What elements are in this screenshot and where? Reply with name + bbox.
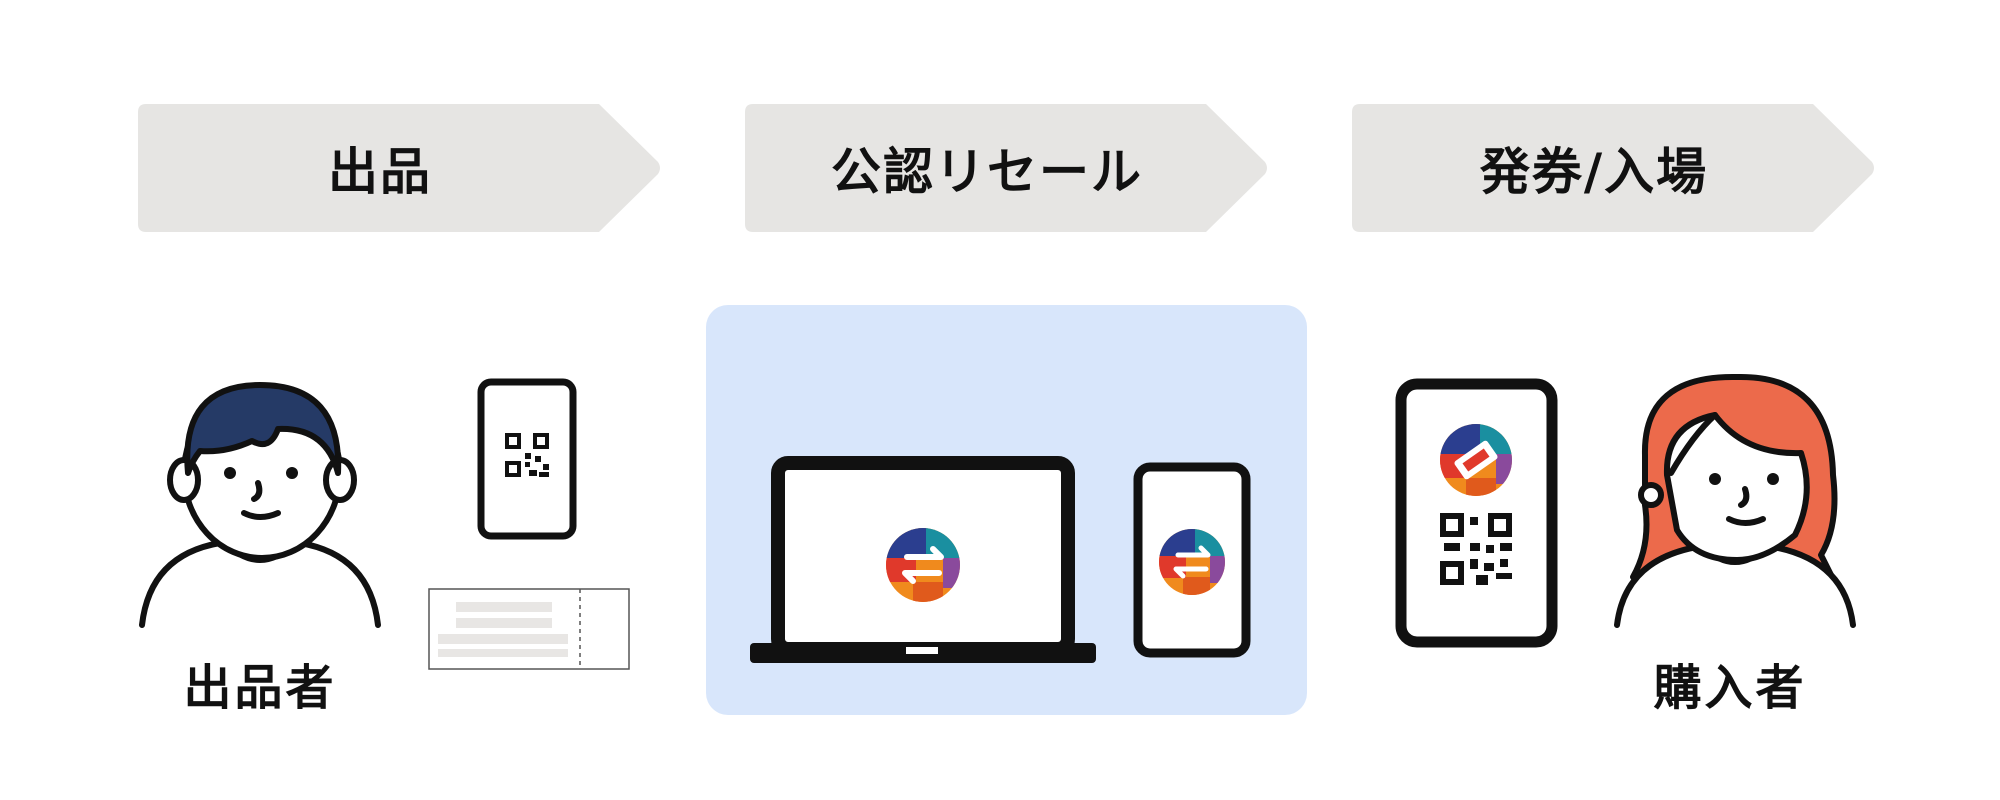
step-label: 発券/入場 — [1479, 143, 1709, 201]
step-ticketing-entry: 発券/入場 — [1352, 104, 1876, 232]
seller-label: 出品者 — [183, 660, 337, 716]
step-label: 公認リセール — [831, 143, 1143, 201]
smartphone-icon — [1395, 378, 1558, 648]
qr-code-icon — [1440, 513, 1512, 585]
buyer-avatar — [1614, 373, 1856, 628]
qr-code-icon — [505, 433, 549, 477]
step-chevron-shape — [138, 104, 660, 232]
step-official-resale: 公認リセール — [745, 104, 1269, 232]
smartphone-icon — [1133, 462, 1251, 658]
resale-logo-icon — [1159, 529, 1225, 595]
buyer-label: 購入者 — [1653, 660, 1807, 716]
step-chevron-shape — [1352, 104, 1874, 232]
seller-avatar — [139, 382, 381, 628]
step-listing: 出品 — [138, 104, 662, 232]
laptop-icon — [750, 456, 1096, 663]
paper-ticket-icon — [428, 588, 630, 670]
smartphone-icon — [477, 378, 577, 540]
step-chevron-shape — [745, 104, 1267, 232]
resale-logo-icon — [886, 528, 960, 602]
step-label: 出品 — [328, 143, 432, 201]
ticket-logo-icon — [1440, 424, 1512, 496]
